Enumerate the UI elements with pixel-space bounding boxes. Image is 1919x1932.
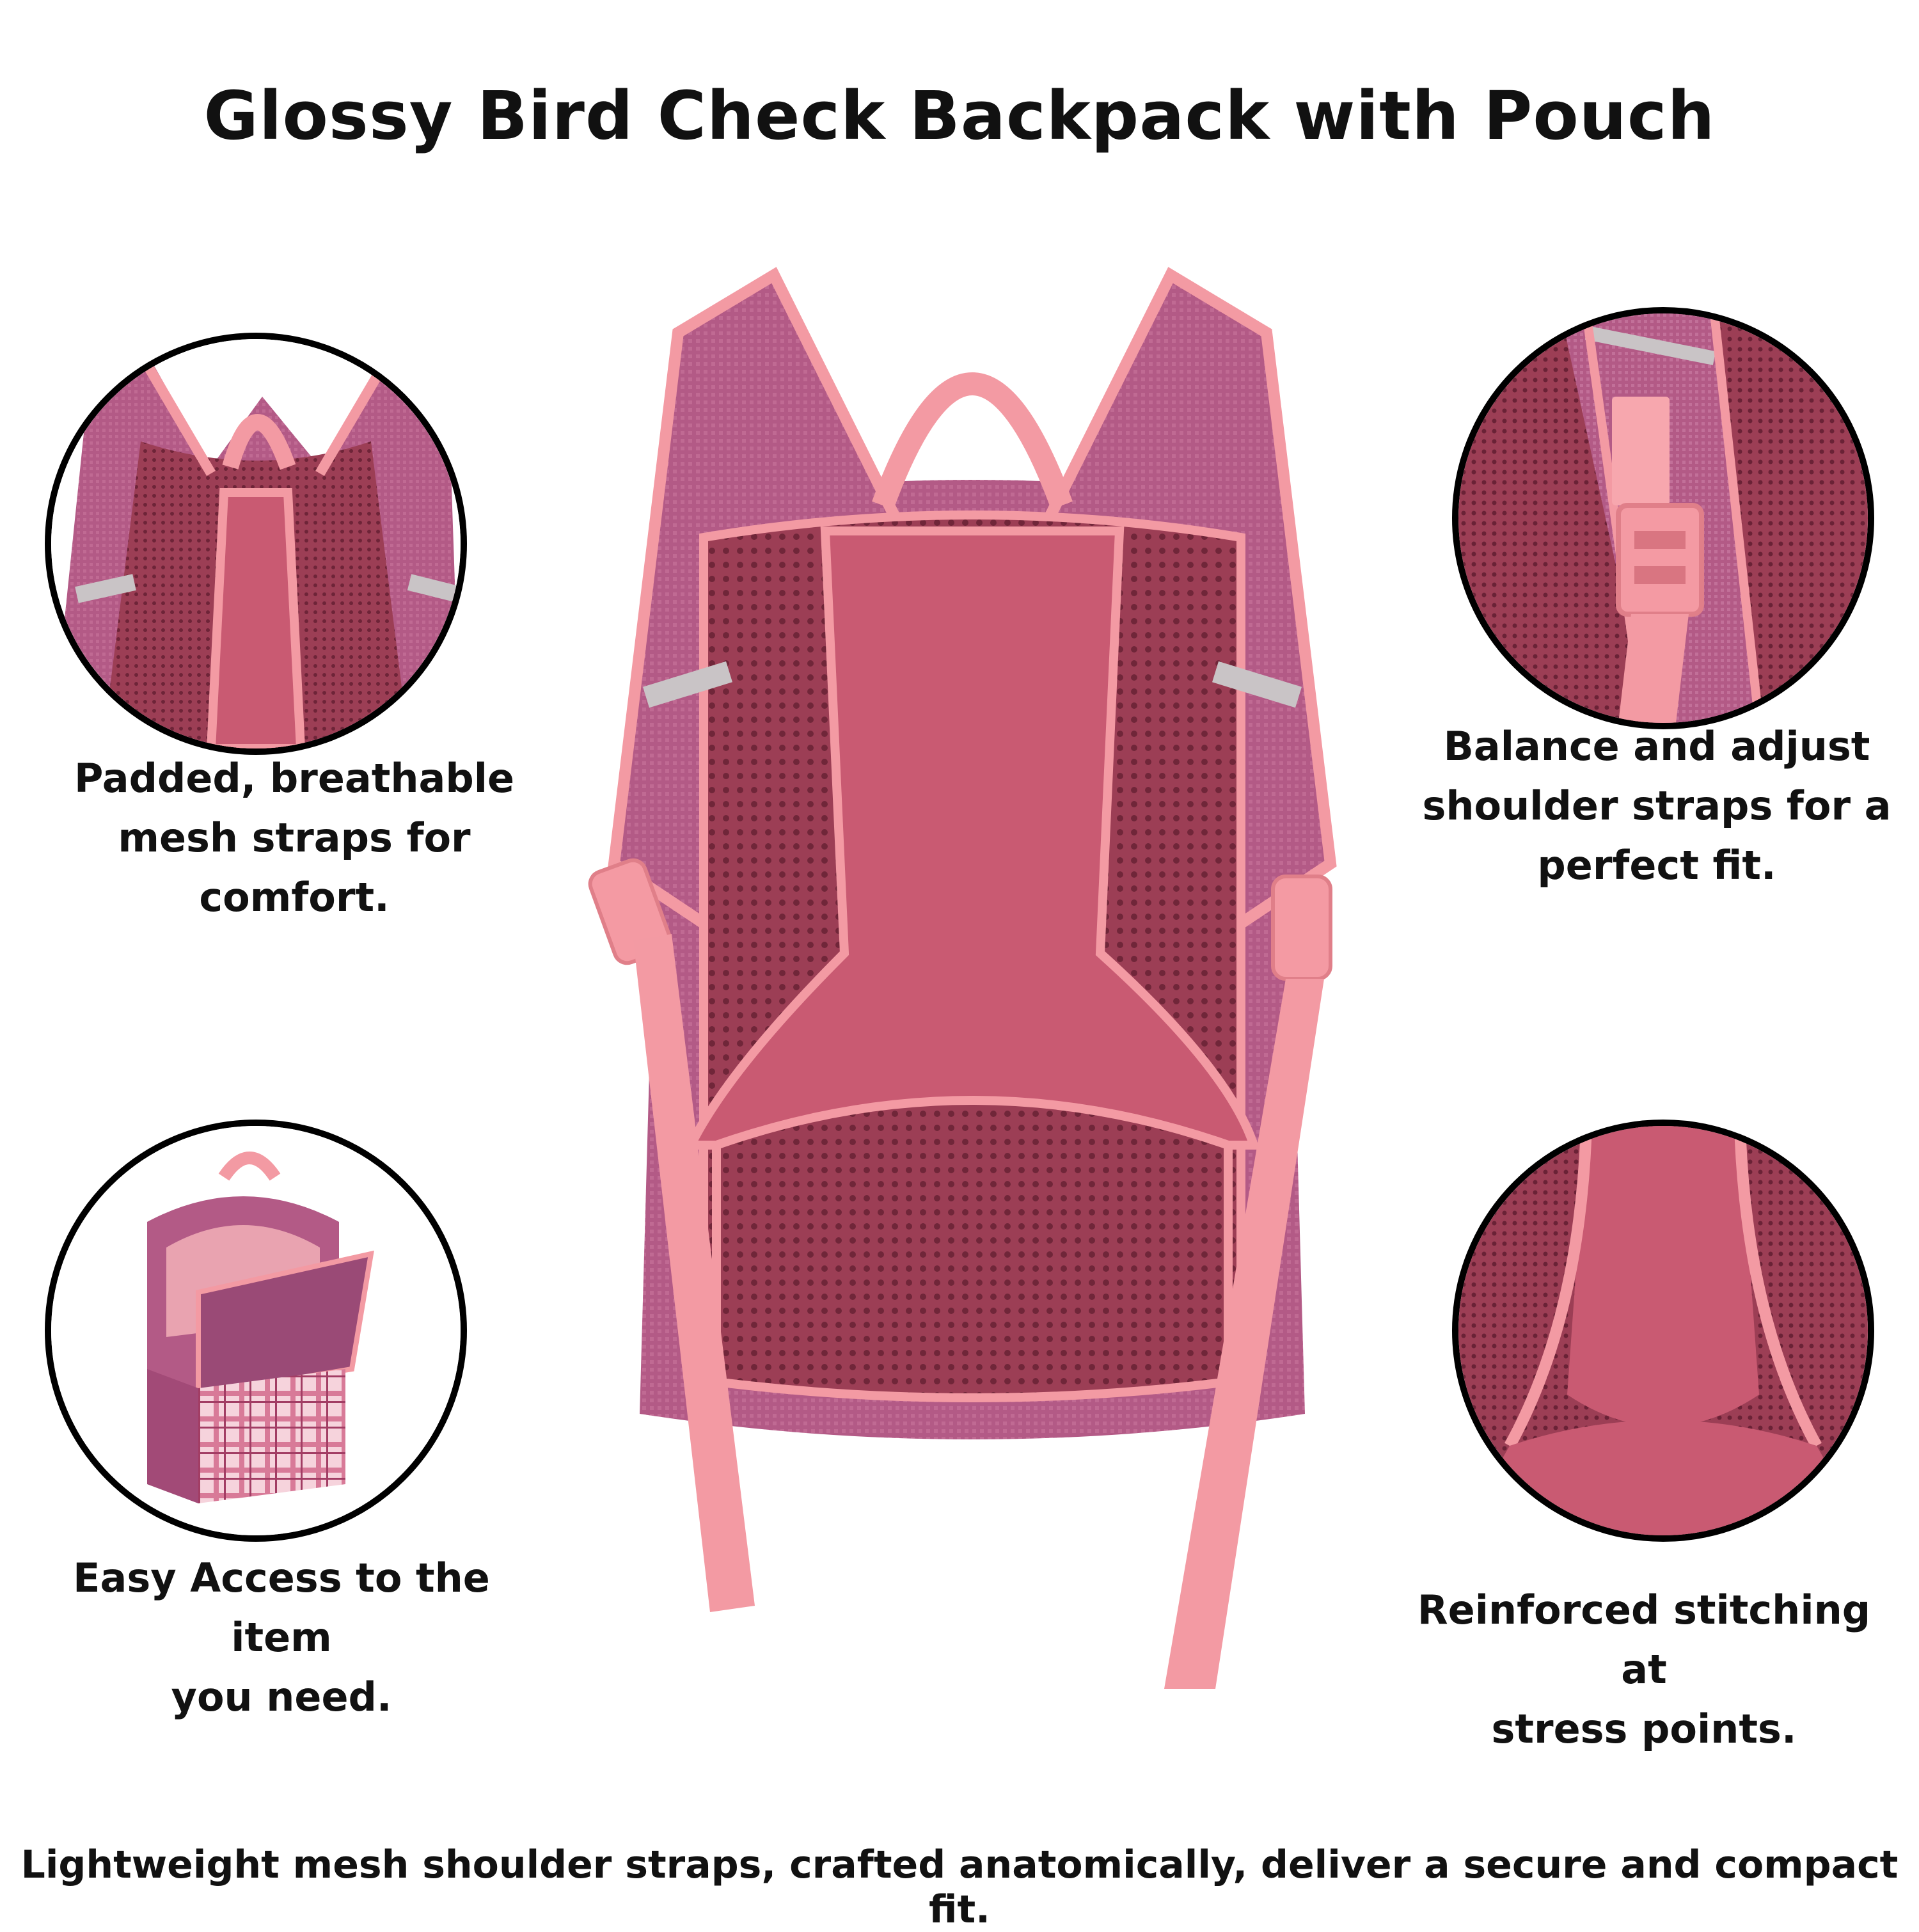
- feature-caption-easy-access: Easy Access to the item you need.: [26, 1548, 537, 1727]
- strap-buckle-detail-image: [1452, 307, 1874, 729]
- caption-line: Padded, breathable: [74, 755, 515, 802]
- page-title: Glossy Bird Check Backpack with Pouch: [203, 77, 1716, 155]
- caption-line: mesh straps for comfort.: [118, 814, 471, 921]
- footer-tagline: Lightweight mesh shoulder straps, crafte…: [20, 1842, 1899, 1932]
- caption-line: stress points.: [1491, 1706, 1797, 1752]
- shoulder-strap-detail-image: [45, 333, 467, 755]
- caption-line: perfect fit.: [1537, 842, 1776, 889]
- stitching-detail-image: [1452, 1120, 1874, 1542]
- open-compartment-image: [45, 1120, 467, 1542]
- feature-caption-reinforced-stitching: Reinforced stitching at stress points.: [1388, 1580, 1900, 1759]
- feature-caption-mesh-straps: Padded, breathable mesh straps for comfo…: [26, 748, 563, 927]
- caption-line: Reinforced stitching at: [1417, 1587, 1871, 1693]
- caption-line: you need.: [171, 1674, 392, 1720]
- caption-line: shoulder straps for a: [1422, 782, 1891, 829]
- backpack-back-image: [550, 262, 1394, 1727]
- caption-line: Balance and adjust: [1443, 723, 1870, 770]
- caption-line: Easy Access to the item: [73, 1555, 490, 1661]
- feature-caption-adjust-straps: Balance and adjust shoulder straps for a…: [1407, 717, 1906, 895]
